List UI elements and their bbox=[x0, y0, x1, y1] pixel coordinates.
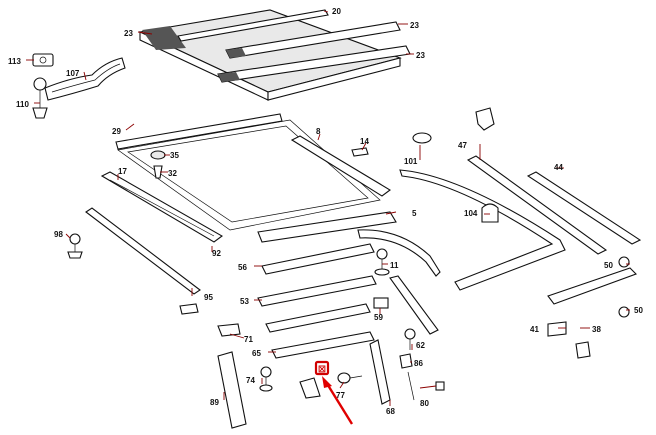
label-47[interactable]: 47 bbox=[458, 141, 467, 150]
label-101[interactable]: 101 bbox=[404, 157, 418, 166]
label-86[interactable]: 86 bbox=[414, 359, 423, 368]
rail-5[interactable] bbox=[257, 211, 397, 243]
rail-29[interactable] bbox=[115, 113, 283, 150]
seal-101[interactable] bbox=[399, 169, 566, 291]
roof-frame[interactable] bbox=[117, 119, 381, 231]
label-44[interactable]: 44 bbox=[554, 163, 563, 172]
label-77[interactable]: 77 bbox=[336, 391, 345, 400]
clip-14[interactable] bbox=[351, 147, 369, 157]
label-98[interactable]: 98 bbox=[54, 230, 63, 239]
strip-20[interactable] bbox=[177, 9, 329, 42]
label-23-b[interactable]: 23 bbox=[410, 21, 419, 30]
label-56[interactable]: 56 bbox=[238, 263, 247, 272]
clip-47-top[interactable] bbox=[475, 107, 495, 131]
clip-104[interactable] bbox=[481, 203, 499, 223]
seal-17[interactable] bbox=[100, 171, 223, 243]
label-5[interactable]: 5 bbox=[412, 209, 417, 218]
label-35[interactable]: 35 bbox=[170, 151, 179, 160]
label-107[interactable]: 107 bbox=[66, 69, 80, 78]
seal-44[interactable] bbox=[526, 171, 642, 245]
clip-59[interactable] bbox=[373, 297, 389, 309]
label-74[interactable]: 74 bbox=[246, 376, 255, 385]
bracket-107[interactable] bbox=[44, 57, 126, 101]
label-62[interactable]: 62 bbox=[416, 341, 425, 350]
rail-56[interactable] bbox=[261, 243, 375, 275]
red-arrow-icon bbox=[322, 376, 354, 425]
label-32[interactable]: 32 bbox=[168, 169, 177, 178]
label-80[interactable]: 80 bbox=[420, 399, 429, 408]
pillar-89[interactable] bbox=[217, 351, 247, 429]
highlight-marker[interactable]: ⊠ bbox=[314, 360, 330, 376]
leader-lines bbox=[26, 10, 630, 406]
label-17[interactable]: 17 bbox=[118, 167, 127, 176]
screw-98[interactable] bbox=[67, 233, 83, 259]
label-11[interactable]: 11 bbox=[390, 261, 399, 270]
rail-53[interactable] bbox=[257, 275, 377, 307]
highlight-glyph: ⊠ bbox=[318, 364, 326, 375]
label-110[interactable]: 110 bbox=[16, 100, 29, 109]
label-38[interactable]: 38 bbox=[592, 325, 601, 334]
label-8[interactable]: 8 bbox=[316, 127, 321, 136]
label-41[interactable]: 41 bbox=[530, 325, 539, 334]
label-23-a[interactable]: 23 bbox=[124, 29, 133, 38]
cap-35[interactable] bbox=[150, 150, 166, 160]
clip-86[interactable] bbox=[399, 353, 413, 369]
label-71[interactable]: 71 bbox=[244, 335, 253, 344]
seal-38[interactable] bbox=[547, 267, 637, 359]
clip-113[interactable] bbox=[32, 53, 54, 67]
label-104[interactable]: 104 bbox=[464, 209, 478, 218]
rail-71[interactable] bbox=[265, 303, 371, 333]
label-50-a[interactable]: 50 bbox=[604, 261, 613, 270]
bolt-62[interactable] bbox=[404, 328, 416, 350]
rail-65[interactable] bbox=[271, 331, 375, 359]
screw-50-b[interactable] bbox=[618, 306, 630, 318]
label-65[interactable]: 65 bbox=[252, 349, 261, 358]
seal-47[interactable] bbox=[466, 155, 608, 255]
part-labels: 20 23 23 23 113 107 110 29 8 14 47 35 17… bbox=[8, 7, 643, 416]
clip-32[interactable] bbox=[153, 165, 163, 179]
label-68[interactable]: 68 bbox=[386, 407, 395, 416]
frame-right[interactable] bbox=[357, 229, 441, 335]
label-14[interactable]: 14 bbox=[360, 137, 369, 146]
label-113[interactable]: 113 bbox=[8, 57, 21, 66]
rail-68[interactable] bbox=[369, 339, 391, 405]
label-29[interactable]: 29 bbox=[112, 127, 121, 136]
rod-80[interactable] bbox=[407, 371, 445, 401]
label-50-b[interactable]: 50 bbox=[634, 306, 643, 315]
screw-11[interactable] bbox=[374, 248, 390, 276]
label-20[interactable]: 20 bbox=[332, 7, 341, 16]
label-59[interactable]: 59 bbox=[374, 313, 383, 322]
clip-101-top[interactable] bbox=[412, 132, 432, 144]
bracket-41[interactable] bbox=[547, 321, 567, 337]
screw-77[interactable] bbox=[337, 372, 363, 384]
clip-highlighted[interactable] bbox=[299, 377, 321, 399]
label-53[interactable]: 53 bbox=[240, 297, 249, 306]
label-89[interactable]: 89 bbox=[210, 398, 219, 407]
rail-8[interactable] bbox=[290, 135, 391, 197]
clip-71[interactable] bbox=[217, 323, 241, 337]
bolt-110[interactable] bbox=[32, 77, 48, 119]
label-95[interactable]: 95 bbox=[204, 293, 213, 302]
strip-23-a[interactable] bbox=[225, 21, 401, 59]
clip-95[interactable] bbox=[179, 303, 199, 315]
seal-92[interactable] bbox=[85, 207, 201, 295]
label-92[interactable]: 92 bbox=[212, 249, 221, 258]
screw-74[interactable] bbox=[259, 366, 273, 392]
screw-50-a[interactable] bbox=[618, 256, 630, 268]
label-23-c[interactable]: 23 bbox=[416, 51, 425, 60]
